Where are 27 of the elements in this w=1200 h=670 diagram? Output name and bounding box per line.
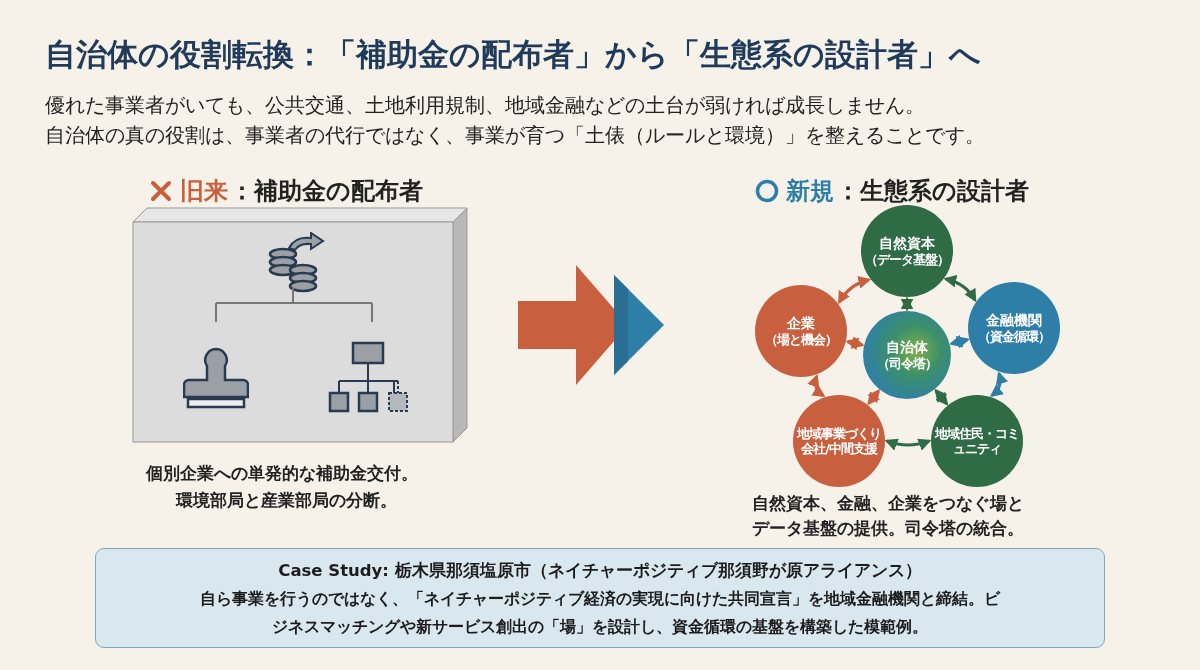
- ecosystem-circle: 自然資本 （データ基盤）: [861, 205, 953, 297]
- double-arrow: [837, 276, 872, 305]
- double-arrow: [943, 275, 977, 303]
- ecosystem-circle: 地域事業づくり会社/中間支援: [793, 395, 885, 487]
- double-arrow: [884, 438, 932, 451]
- subtitle-text: 自治体の真の役割は、事業者の代行ではなく、事業が育つ「土俵（ルールと環境）」を整えることです。: [45, 123, 985, 149]
- double-arrow: [989, 371, 1008, 397]
- ecosystem-circle: 自治体 （司令塔）: [863, 311, 951, 399]
- double-arrow: [807, 373, 826, 398]
- double-arrow: [949, 335, 970, 349]
- caption-text: 個別企業への単発的な補助金交付。: [146, 462, 418, 485]
- case-study-box: Case Study: 栃木県那須塩原市（ネイチャーポジティブ那須野が原アライアンス） 自ら事業を行うのではなく、「ネイチャーポジティブ経済の実現に向けた共同宣言」を地域金融機関と締結。ビジネスマッチングや新サービス創出の「場」を設計し、資金循環の基盤を構築した模範例。: [95, 548, 1105, 648]
- double-arrow: [934, 388, 949, 406]
- caption-text: 環境部局と産業部局の分断。: [176, 489, 397, 512]
- heading-label: 新規: [786, 176, 834, 207]
- heading-text: ：補助金の配布者: [230, 176, 423, 207]
- heading-text: ：生態系の設計者: [836, 176, 1029, 207]
- subtitle-text: 優れた事業者がいても、公共交通、土地利用規制、地域金融などの土台が弱ければ成長しません。: [45, 93, 925, 119]
- caption-text: 自然資本、金融、企業をつなぐ場とデータ基盤の提供。司令塔の統合。: [752, 492, 1025, 540]
- heading-label: 旧来: [180, 176, 228, 207]
- double-arrow: [867, 389, 881, 406]
- ecosystem-circle: 地域住民・コミュニティ: [931, 395, 1023, 487]
- slide-title: 自治体の役割転換：「補助金の配布者」から「生態系の設計者」へ: [45, 35, 981, 74]
- double-arrow: [900, 296, 914, 312]
- ecosystem-circle: 金融機関 （資金循環）: [968, 282, 1060, 374]
- double-arrow: [845, 336, 865, 351]
- ecosystem-circle: 企業 （場と機会）: [755, 285, 847, 377]
